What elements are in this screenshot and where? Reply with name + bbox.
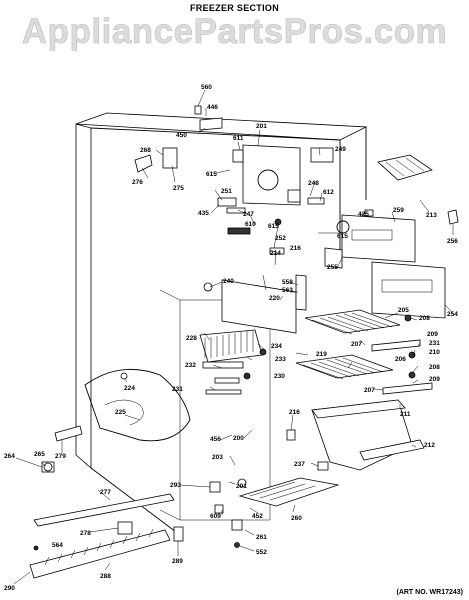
callout-278: 278 [80, 530, 91, 537]
callout-210: 210 [429, 349, 440, 356]
callout-260: 260 [291, 515, 302, 522]
callout-231b: 231 [172, 386, 183, 393]
callout-254: 254 [447, 311, 458, 318]
callout-251: 251 [221, 188, 232, 195]
callout-255: 255 [327, 264, 338, 271]
callout-labels: 560 446 450 611 201 268 275 276 615 251 … [4, 84, 458, 592]
callout-276: 276 [132, 179, 143, 186]
callout-232: 232 [185, 362, 196, 369]
callout-564: 564 [52, 542, 63, 549]
callout-201: 201 [256, 123, 267, 130]
callout-247: 247 [243, 211, 254, 218]
callout-452: 452 [252, 513, 263, 520]
callout-256: 256 [447, 238, 458, 245]
callout-206: 206 [395, 356, 406, 363]
callout-214: 214 [270, 250, 281, 257]
center-duct [221, 247, 307, 334]
callout-288: 288 [100, 573, 111, 580]
callout-200: 200 [233, 435, 244, 442]
callout-275: 275 [173, 185, 184, 192]
callout-615b: 615 [268, 223, 279, 230]
callout-220: 220 [269, 295, 280, 302]
callout-224: 224 [124, 385, 135, 392]
callout-615c: 615 [337, 233, 348, 240]
upper-wire-shelf [304, 309, 421, 352]
callout-248: 248 [308, 180, 319, 187]
callout-265: 265 [34, 451, 45, 458]
leader-lines [13, 89, 456, 585]
lower-wire-shelf [295, 314, 433, 395]
callout-234: 234 [271, 343, 282, 350]
callout-219: 219 [316, 351, 327, 358]
callout-552: 552 [256, 549, 267, 556]
ice-tray [377, 154, 459, 225]
callout-240: 240 [223, 278, 234, 285]
callout-225: 225 [115, 409, 126, 416]
callout-560: 560 [201, 84, 212, 91]
callout-609: 609 [210, 513, 221, 520]
callout-216b: 216 [289, 409, 300, 416]
callout-435: 435 [198, 210, 209, 217]
callout-450: 450 [176, 132, 187, 139]
callout-203: 203 [212, 454, 223, 461]
heater-loop [84, 368, 191, 442]
callout-610: 610 [245, 221, 256, 228]
callout-563: 563 [282, 287, 293, 294]
evaporator-panels [324, 214, 446, 319]
callout-231a: 231 [429, 340, 440, 347]
callout-268: 268 [140, 147, 151, 154]
callout-249: 249 [335, 146, 346, 153]
evaporator-coil [199, 329, 263, 369]
bottom-rail-and-grille [29, 493, 184, 579]
control-housing [134, 105, 334, 235]
callout-264: 264 [4, 453, 15, 460]
lower-parts [41, 282, 340, 548]
callout-212: 212 [424, 442, 435, 449]
callout-233: 233 [275, 356, 286, 363]
callout-230: 230 [274, 373, 285, 380]
callout-259: 259 [393, 207, 404, 214]
callout-213: 213 [426, 212, 437, 219]
callout-252: 252 [275, 235, 286, 242]
callout-277: 277 [100, 489, 111, 496]
callout-261: 261 [256, 534, 267, 541]
callout-289: 289 [172, 558, 183, 565]
callout-290: 290 [4, 585, 15, 592]
callout-446: 446 [207, 104, 218, 111]
callout-209a: 209 [427, 331, 438, 338]
callout-293: 293 [170, 482, 181, 489]
callout-201b: 201 [236, 483, 247, 490]
callout-207b: 207 [364, 387, 375, 394]
freezer-basket [311, 399, 425, 471]
watermark: AppliancePartsPros.com [21, 12, 448, 52]
callout-207a: 207 [351, 341, 362, 348]
callout-211: 211 [400, 411, 411, 418]
callout-456: 456 [210, 436, 221, 443]
callout-611: 611 [233, 135, 244, 142]
art-number: (ART NO. WR17243) [396, 589, 463, 596]
callout-615a: 615 [206, 171, 217, 178]
callout-208a: 208 [419, 315, 430, 322]
callout-216: 216 [290, 245, 301, 252]
callout-228: 228 [186, 335, 197, 342]
callout-612: 612 [323, 189, 334, 196]
callout-209b: 209 [429, 376, 440, 383]
callout-205: 205 [398, 307, 409, 314]
callout-558: 558 [282, 279, 293, 286]
callout-279: 279 [55, 453, 66, 460]
top-brackets [217, 189, 374, 234]
callout-208b: 208 [429, 364, 440, 371]
section-title: FREEZER SECTION [189, 3, 279, 13]
callout-425: 425 [358, 211, 369, 218]
callout-237: 237 [294, 461, 305, 468]
